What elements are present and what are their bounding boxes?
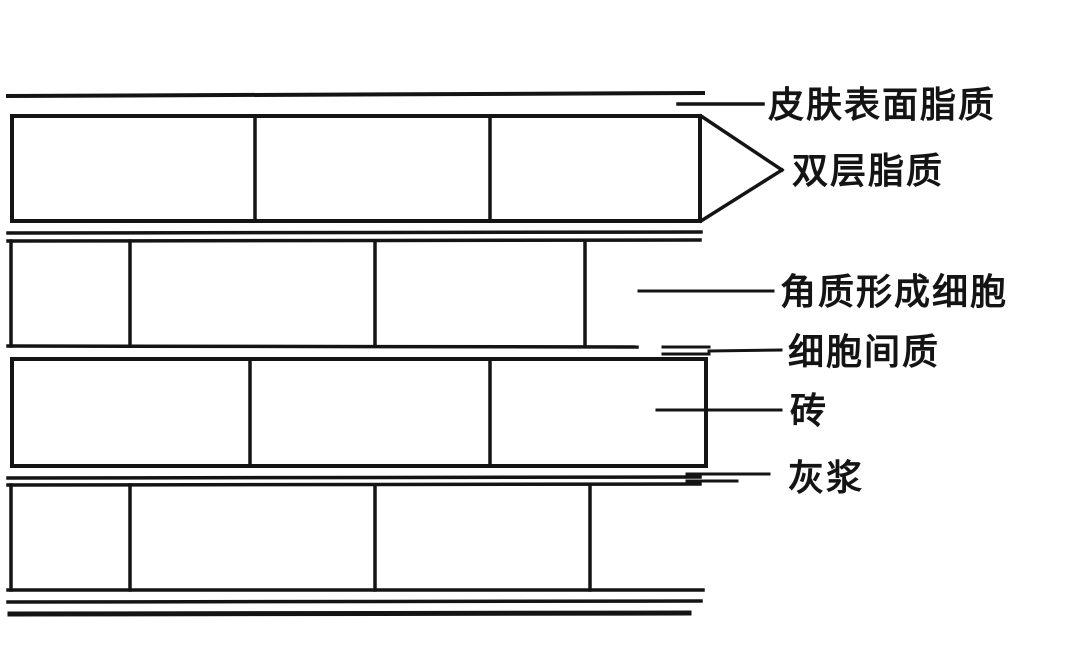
separator-line [6,238,702,243]
label-keratinocyte: 角质形成细胞 [780,271,1009,312]
label-surface-lipid: 皮肤表面脂质 [768,84,997,125]
separator-line [6,482,702,487]
keratinocyte-brick-row [6,239,775,349]
base-line [7,610,692,617]
mortar-leader [685,472,771,483]
base-line [6,599,703,604]
brick-row-outline [10,114,702,223]
brick-row-outline [10,357,708,468]
separator-line [6,475,702,480]
bilayer-bracket-lower-line [698,167,785,224]
label-brick: 砖 [790,390,829,431]
bilayer-bracket-upper-line [698,113,785,173]
surface-lipid-line [5,90,706,99]
label-lipid-bilayer: 双层脂质 [792,150,945,191]
lipid-bilayer-brick-row [10,113,785,224]
bottom-brick-row [6,483,705,592]
intercellular-leader-line [707,348,783,353]
label-mortar: 灰浆 [788,457,865,498]
separator-line [6,230,703,235]
label-intercellular-matrix: 细胞间质 [788,331,941,372]
separator-double-line-2 [6,475,702,487]
separator-double-line-1 [6,230,703,243]
base-double-line [6,599,703,617]
intercellular-matrix-layer [661,345,783,356]
brick-row-bottom-line [6,344,639,349]
brick-row [10,357,783,468]
surface-lipid-layer [5,90,765,106]
